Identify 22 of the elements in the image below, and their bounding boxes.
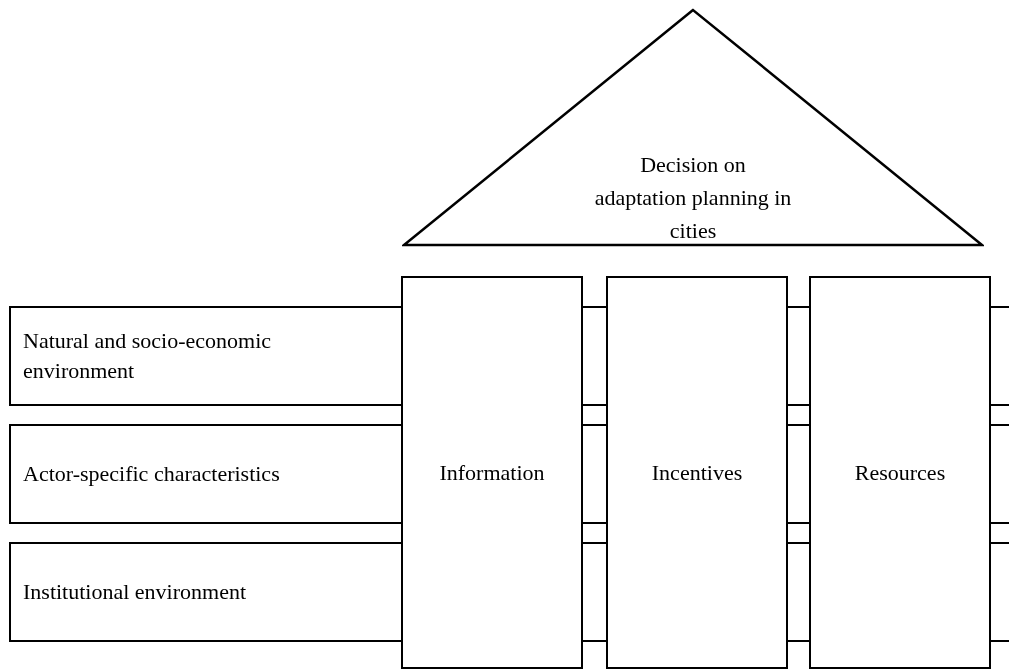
pillar-box: [809, 276, 991, 669]
beam-segment: [991, 306, 1009, 406]
pillar-box: [401, 276, 583, 669]
pillar-label: Resources: [854, 459, 946, 486]
beam-segment: [788, 542, 809, 642]
beam-bar: [9, 306, 402, 406]
beam-segment: [788, 306, 809, 406]
beam-label: Natural and socio-economic environment: [23, 327, 272, 385]
beam-bar: [9, 542, 402, 642]
beam-segment: [583, 306, 606, 406]
beam-segment: [583, 424, 606, 524]
pillar-label: Information: [439, 459, 545, 486]
pillar-label: Incentives: [651, 459, 743, 486]
roof-label: Decision on adaptation planning in cities: [593, 151, 793, 245]
beam-label: Institutional environment: [23, 578, 248, 607]
beam-segment: [788, 424, 809, 524]
beam-label: Actor-specific characteristics: [23, 460, 281, 489]
beam-segment: [991, 542, 1009, 642]
pillar-box: [606, 276, 788, 669]
beam-bar: [9, 424, 402, 524]
beam-segment: [991, 424, 1009, 524]
beam-segment: [583, 542, 606, 642]
